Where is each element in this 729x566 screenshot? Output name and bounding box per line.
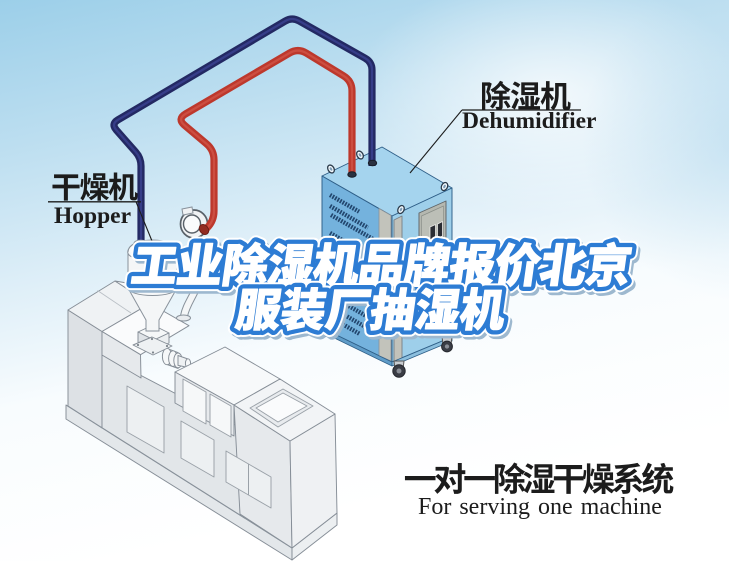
svg-text:For serving one machine: For serving one machine — [418, 494, 662, 520]
svg-text:Dehumidifier: Dehumidifier — [462, 108, 596, 134]
svg-text:Hopper: Hopper — [54, 203, 131, 229]
